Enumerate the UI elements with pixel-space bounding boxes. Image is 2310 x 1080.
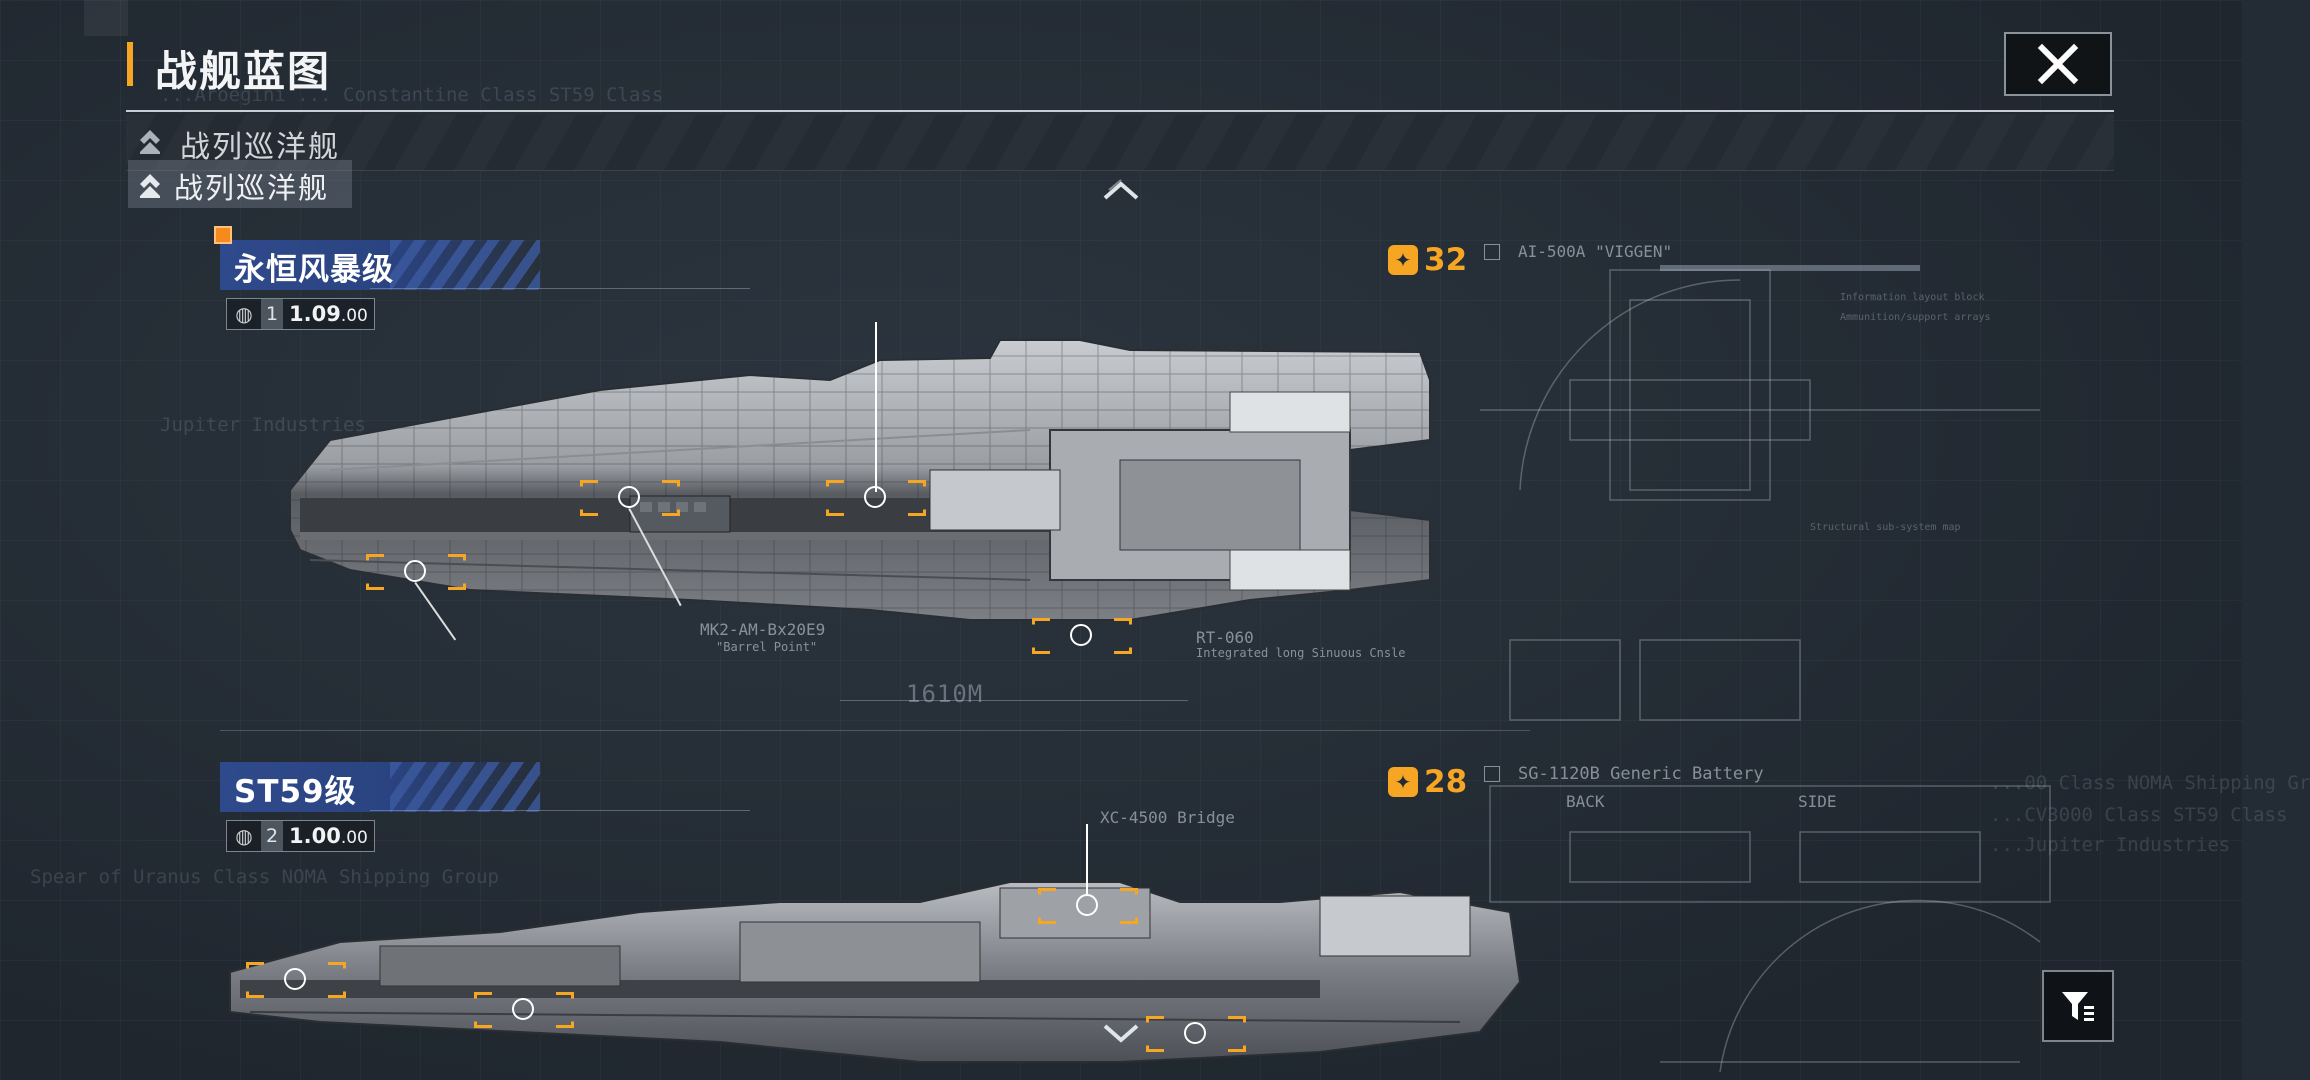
- schematic-drawing: [1489, 785, 2051, 1073]
- version-main: 1.09: [289, 302, 341, 326]
- version-sub: .00: [340, 828, 368, 848]
- filter-icon: [2062, 992, 2094, 1021]
- hardpoint-marker[interactable]: [404, 560, 426, 582]
- bg-text-right-1: ...00 Class NOMA Shipping Gr: [1990, 772, 2310, 794]
- card-divider: [220, 730, 1530, 731]
- leader-line: [370, 810, 750, 811]
- bg-text-top: ...Aroegini ... Constantine Class ST59 C…: [160, 84, 664, 106]
- class-dropdown-bar[interactable]: 战列巡洋舰: [126, 114, 2114, 171]
- ship-tier: 2: [261, 821, 283, 851]
- ship-name-stripes: [390, 240, 540, 290]
- length-ruler: [840, 700, 1188, 701]
- schematic-panel: SG-1120B Generic Battery BACK SIDE: [1480, 762, 2080, 1073]
- hardpoint-marker[interactable]: [618, 486, 640, 508]
- class-tab-label: 战列巡洋舰: [174, 171, 330, 205]
- title-accent-bar: [127, 42, 133, 86]
- bg-text-right-3: ...Jupiter Industries: [1990, 834, 2231, 856]
- ship-cost: ✦ 28: [1388, 764, 1467, 800]
- turret-label: MK2-AM-Bx20E9: [700, 620, 826, 639]
- schematic-back-label: BACK: [1566, 792, 1605, 811]
- header-divider: [126, 110, 2114, 112]
- ship-cost: ✦ 32: [1388, 242, 1467, 278]
- hardpoint-marker[interactable]: [512, 998, 534, 1020]
- svg-text:Information layout block: Information layout block: [1840, 292, 1985, 303]
- faction-icon: ◍: [235, 302, 253, 326]
- ship-card-st59[interactable]: ST59级 ◍ 2 1.00.00 ✦ 28 XC-4500 Bridge: [160, 762, 1522, 1080]
- schematic-side-label: SIDE: [1798, 792, 1837, 811]
- rank-chevron-icon: [140, 130, 160, 154]
- new-marker: [214, 226, 232, 244]
- ship-meta: ◍ 1 1.09.00: [226, 298, 375, 330]
- close-icon: [2037, 43, 2079, 85]
- callout-line: [1086, 824, 1088, 896]
- bg-text-lower-left: Spear of Uranus Class NOMA Shipping Grou…: [30, 866, 499, 888]
- ship-blueprint-hull: [229, 881, 1522, 1063]
- turret-label: RT-060: [1196, 628, 1254, 647]
- svg-text:Ammunition/support arrays: Ammunition/support arrays: [1840, 312, 1991, 323]
- bg-text-mid-left: Jupiter Industries: [160, 414, 366, 436]
- schematic-drawing: Information layout block Ammunition/supp…: [1480, 265, 2040, 721]
- ship-tier: 1: [261, 299, 283, 329]
- ship-card-eternal-storm[interactable]: 永恒风暴级 ◍ 1 1.09.00 ✦ 32: [160, 226, 1530, 731]
- bridge-label: XC-4500 Bridge: [1100, 808, 1235, 827]
- schematic-checkbox: [1484, 766, 1500, 782]
- cost-value: 32: [1424, 242, 1468, 278]
- callout-line: [875, 322, 877, 492]
- filter-button[interactable]: [2042, 970, 2114, 1042]
- ship-length: 1610M: [906, 680, 984, 708]
- hardpoint-marker[interactable]: [1070, 624, 1092, 646]
- schematic-title: SG-1120B Generic Battery: [1518, 764, 1764, 784]
- command-points-icon: ✦: [1388, 245, 1418, 275]
- hardpoint-marker[interactable]: [1076, 894, 1098, 916]
- chevron-up-icon[interactable]: [1101, 176, 1141, 202]
- faction-icon: ◍: [235, 824, 253, 848]
- turret-sublabel: "Barrel Point": [716, 640, 818, 654]
- command-points-icon: ✦: [1388, 767, 1418, 797]
- class-tab-battlecruiser[interactable]: 战列巡洋舰: [128, 160, 352, 208]
- version-sub: .00: [340, 306, 368, 326]
- rank-chevron-icon: [140, 174, 160, 198]
- ship-name: ST59级: [234, 774, 357, 810]
- schematic-checkbox: [1484, 244, 1500, 260]
- ship-meta: ◍ 2 1.00.00: [226, 820, 375, 852]
- ship-name-stripes: [390, 762, 540, 812]
- hardpoint-marker[interactable]: [284, 968, 306, 990]
- class-dropdown-label: 战列巡洋舰: [180, 130, 340, 165]
- page-title: 战舰蓝图: [155, 47, 332, 96]
- version-main: 1.00: [289, 824, 341, 848]
- hardpoint-marker[interactable]: [1184, 1022, 1206, 1044]
- schematic-title: AI-500A "VIGGEN": [1518, 242, 1673, 261]
- chevron-down-icon[interactable]: [1101, 1022, 1141, 1048]
- schematic-panel: AI-500A "VIGGEN" Information layout bloc…: [1480, 240, 2080, 721]
- leader-line: [370, 288, 750, 289]
- cost-value: 28: [1424, 764, 1468, 800]
- svg-text:Structural sub-system map: Structural sub-system map: [1810, 522, 1961, 533]
- corner-decoration: [84, 0, 128, 36]
- ship-name: 永恒风暴级: [234, 252, 394, 288]
- ship-version: 1.00.00: [283, 821, 374, 851]
- bg-text-right-2: ...CV3000 Class ST59 Class: [1990, 804, 2288, 826]
- ship-version: 1.09.00: [283, 299, 374, 329]
- ship-blueprint-hull: [289, 339, 1431, 621]
- close-button[interactable]: [2004, 32, 2112, 96]
- turret-sublabel: Integrated long Sinuous Cnsle: [1196, 646, 1406, 660]
